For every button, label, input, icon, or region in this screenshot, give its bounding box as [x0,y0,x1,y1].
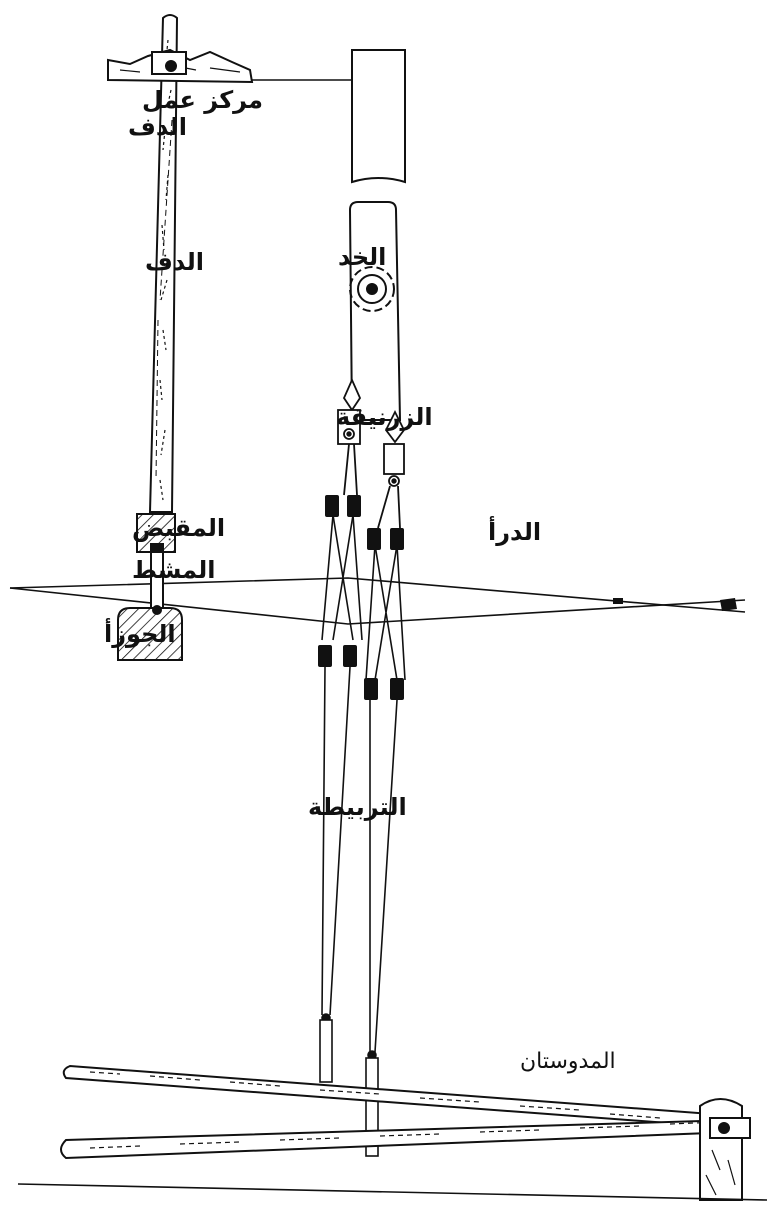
label-cheek: الخد [338,243,386,271]
reed-pivot-crosspiece [107,48,254,84]
warp-mark-2 [720,598,737,611]
label-treadles: المدوستان [520,1049,616,1074]
lily-right [377,409,406,529]
label-nut: الجوزأ [104,618,176,648]
warp-threads [9,577,746,625]
label-tie: التربيطة [308,793,407,821]
label-reed-pivot-line2: الدف [128,113,187,141]
label-heddles: الدرأ [488,516,541,546]
label-reed: الدف [145,248,204,276]
reed-bar [148,14,179,513]
heddle-blocks [318,495,404,700]
cheek-lower-block [348,201,402,421]
label-handle: المقبض [132,514,225,542]
ground-line [17,1183,767,1201]
lily-left [337,377,362,496]
label-lily: الزرنيقة [336,403,433,431]
cheek-upper-block [351,49,406,184]
label-comb: المشط [132,556,215,584]
treadle-pivot-post [699,1098,751,1201]
tie-cords [321,666,398,1053]
nut-block [117,607,183,661]
label-reed-pivot-line1: مركز عمل [142,86,263,114]
treadle-upper [62,1064,740,1130]
warp-mark-1 [613,598,623,604]
treadle-lower [60,1118,736,1160]
